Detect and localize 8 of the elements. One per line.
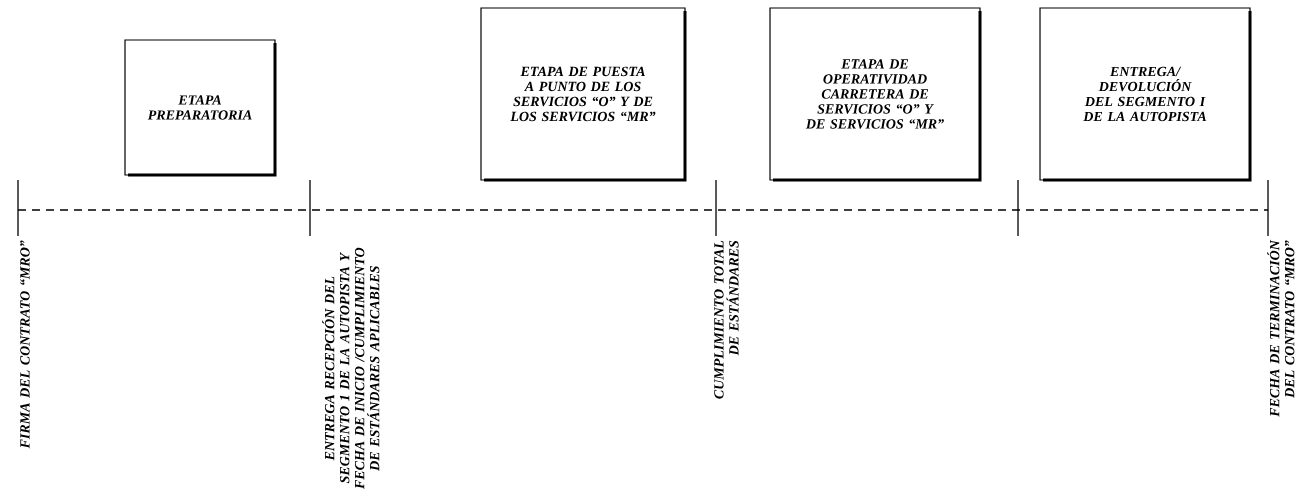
milestone-label: FECHA DE TERMINACIÓN DEL CONTRATO “MRO” bbox=[1267, 239, 1295, 417]
stage-box: ETAPA DE PUESTA A PUNTO DE LOS SERVICIOS “O” Y DE LOS SERVICIOS “MR” bbox=[480, 7, 687, 182]
stage-box: ENTREGA/ DEVOLUCIÓN DEL SEGMENTO I DE LA AUTOPISTA bbox=[1039, 7, 1252, 182]
stage-box: ETAPA PREPARATORIA bbox=[124, 39, 277, 177]
milestone-label: ENTREGA RECEPCIÓN DEL SEGMENTO 1 DE LA AUTOPISTA Y FECHA DE INICIO /CUMPLIMIENTO DE ESTÁNDARES APLICABLES bbox=[322, 247, 380, 490]
milestone-label: CUMPLIMIENTO TOTAL DE ESTÁNDARES bbox=[714, 240, 739, 399]
stage-box: ETAPA DE OPERATIVIDAD CARRETERA DE SERVICIOS “O” Y DE SERVICIOS “MR” bbox=[769, 7, 982, 182]
milestone-label: FIRMA DEL CONTRATO “MRO” bbox=[20, 240, 30, 449]
